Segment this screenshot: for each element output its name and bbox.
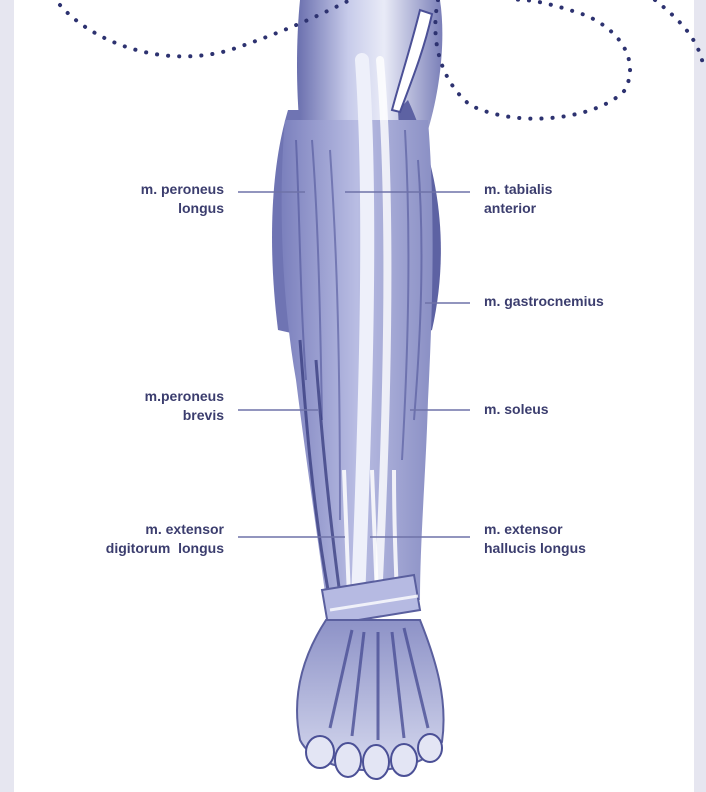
label-soleus: m. soleus [484, 400, 549, 419]
label-extensor-digitorum-longus: m. extensor digitorum longus [106, 520, 224, 558]
label-extensor-hallucis-longus: m. extensor hallucis longus [484, 520, 586, 558]
label-peroneus-longus: m. peroneus longus [141, 180, 224, 218]
label-gastrocnemius: m. gastrocnemius [484, 292, 604, 311]
label-tibialis-anterior: m. tabialis anterior [484, 180, 552, 218]
label-peroneus-brevis: m.peroneus brevis [145, 387, 224, 425]
